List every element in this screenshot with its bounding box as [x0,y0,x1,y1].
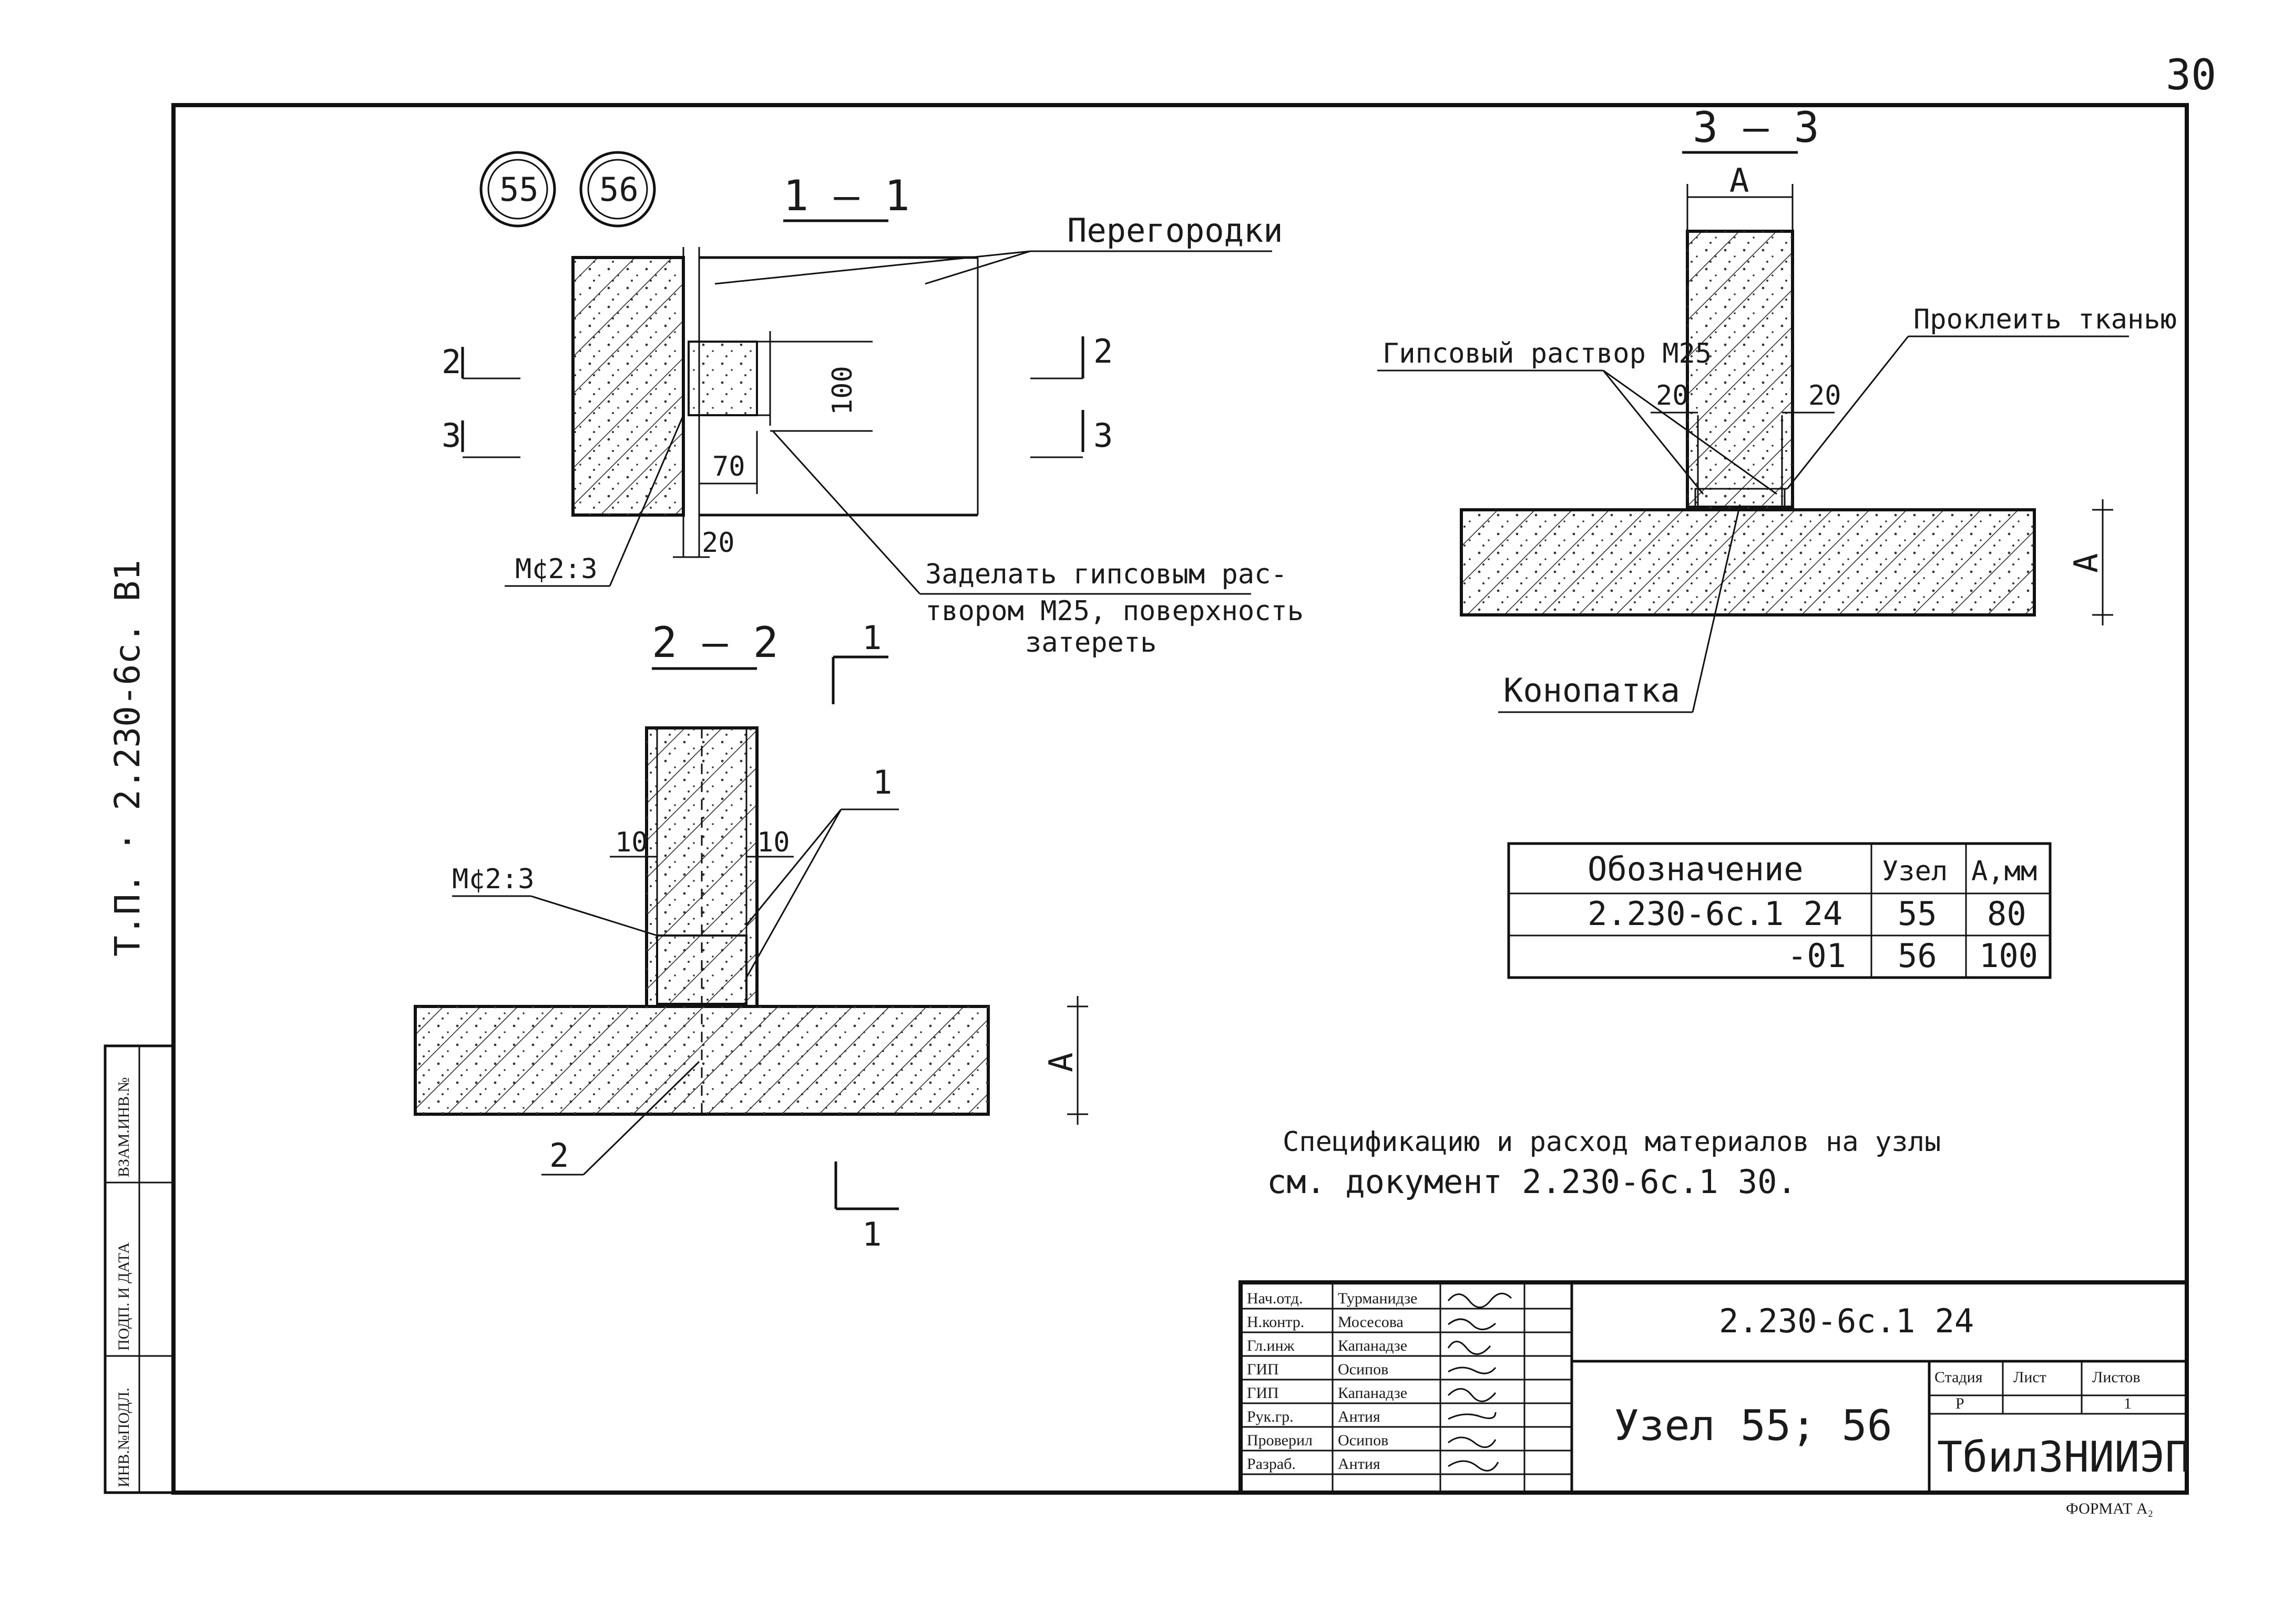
sig-name-5: Капанадзе [1338,1384,1407,1402]
grout-note-line1: Заделать гипсовым рас- [925,559,1287,590]
side-approval-table: ИНВ.№ПОДЛ. ПОДП. И ДАТА ВЗАМ.ИНВ.№ [104,1044,175,1494]
side-table-inv: ИНВ.№ПОДЛ. [115,1387,132,1487]
sig-role-2: Н.контр. [1247,1313,1304,1331]
dim-A-top: А [1729,161,1749,200]
sig-name-7: Осипов [1338,1432,1388,1449]
sig-name-3: Капанадзе [1338,1337,1407,1354]
callout-1: 1 [873,763,892,801]
doc-code: 2.230-6с.1 24 [1719,1302,1974,1340]
gypsum-mortar-label: Гипсовый раствор М25 [1383,338,1712,369]
section-2-2: 2 — 2 1 1 10 10 А 1 2 [414,618,1088,1253]
side-table-sign: ПОДП. И ДАТА [115,1242,132,1351]
signature-scribbles [1447,1292,1512,1472]
sheets-value: 1 [2124,1395,2132,1412]
dim-10-right: 10 [757,827,790,858]
spec-row1-node: 55 [1898,895,1937,933]
cut-mark-3-right: 3 [1093,416,1113,455]
section-1-1-title: 1 — 1 [783,171,910,220]
spec-table: Обозначение Узел А,мм 2.230-6с.1 24 55 8… [1507,842,2052,979]
spec-row2-a: 100 [1979,937,2038,975]
spec-header-a: А,мм [1971,856,2037,887]
section-3-3-title: 3 — 3 [1693,103,1819,152]
sig-role-4: ГИП [1247,1361,1279,1378]
spec-note-line1: Спецификацию и расход материалов на узлы [1283,1126,1941,1158]
title-block: Нач.отд. Турманидзе Н.контр. Мосесова Гл… [1238,1280,2190,1495]
sheet-header: Лист [2013,1369,2046,1386]
drawing-title: Узел 55; 56 [1614,1401,1892,1450]
section-2-2-title: 2 — 2 [652,618,779,667]
spec-row2-designation: -01 [1787,937,1846,975]
cut-mark-3-left: 3 [442,416,461,455]
grout-note-line3: затереть [1025,627,1156,659]
side-stamp: Т.П. · 2.230-6с. В1 [107,560,148,957]
spec-header-node: Узел [1882,856,1948,887]
mortar-label-2-2: М¢2:3 [452,864,535,895]
sig-role-6: Рук.гр. [1247,1408,1294,1425]
node-marker-56-label: 56 [599,170,639,209]
mortar-label-1-1: М¢2:3 [515,553,598,585]
sig-name-8: Антия [1338,1455,1380,1473]
sig-name-2: Мосесова [1338,1313,1404,1331]
partitions-label: Перегородки [1067,211,1283,250]
cut-mark-1-bottom: 1 [862,1215,882,1253]
side-stamp-text: Т.П. · 2.230-6с. В1 [107,560,148,957]
dim-20: 20 [702,527,735,559]
sheets-header: Листов [2092,1369,2141,1386]
dim-A-2-2: А [1042,1053,1080,1072]
dim-20-right-3-3: 20 [1808,380,1841,412]
stage-value: Р [1955,1395,1964,1412]
dim-A-side: А [2067,553,2105,573]
sig-role-1: Нач.отд. [1247,1290,1303,1307]
organization-name: ТбилЗНИИЭП [1937,1433,2190,1482]
callout-2: 2 [549,1136,569,1175]
sig-role-7: Проверил [1247,1432,1313,1449]
spec-row2-node: 56 [1898,937,1937,975]
spec-row1-designation: 2.230-6с.1 24 [1588,895,1842,933]
sig-name-1: Турманидзе [1338,1290,1417,1307]
node-marker-56: 56 [579,151,656,228]
dim-100: 100 [827,366,858,415]
sig-role-3: Гл.инж [1247,1337,1295,1354]
spec-row1-a: 80 [1987,895,2026,933]
mortar-insert [688,341,758,416]
dim-70: 70 [712,451,745,482]
format-label: ФОРМАТ А₂ [2066,1500,2153,1517]
cut-mark-1-top: 1 [862,619,882,657]
sig-name-4: Осипов [1338,1361,1388,1378]
node-marker-55: 55 [479,151,556,228]
cut-mark-2-right: 2 [1093,332,1113,371]
tape-label: Проклеить тканью [1913,304,2177,335]
cut-mark-2-left: 2 [442,343,461,381]
sig-name-6: Антия [1338,1408,1380,1425]
sig-role-5: ГИП [1247,1384,1279,1402]
section-3-3: 3 — 3 А А 20 20 Гипсовый раствор М25 Про… [1377,103,2177,713]
dim-20-left-3-3: 20 [1656,380,1689,412]
section-1-1: 1 — 1 100 70 20 2 3 2 [442,171,1304,659]
stage-header: Стадия [1934,1369,1983,1386]
grout-note-line2: твором М25, поверхность [925,595,1304,627]
side-table-replace: ВЗАМ.ИНВ.№ [115,1077,132,1177]
sheet-frame [171,103,2189,1495]
dim-10-left: 10 [615,827,648,858]
sig-role-8: Разраб. [1247,1455,1296,1473]
caulk-label: Конопатка [1503,671,1680,710]
node-marker-55-label: 55 [499,170,539,209]
spec-header-designation: Обозначение [1588,850,1804,888]
spec-note-line2: см. документ 2.230-6с.1 30. [1267,1163,1797,1201]
page-number: 30 [2166,50,2216,99]
